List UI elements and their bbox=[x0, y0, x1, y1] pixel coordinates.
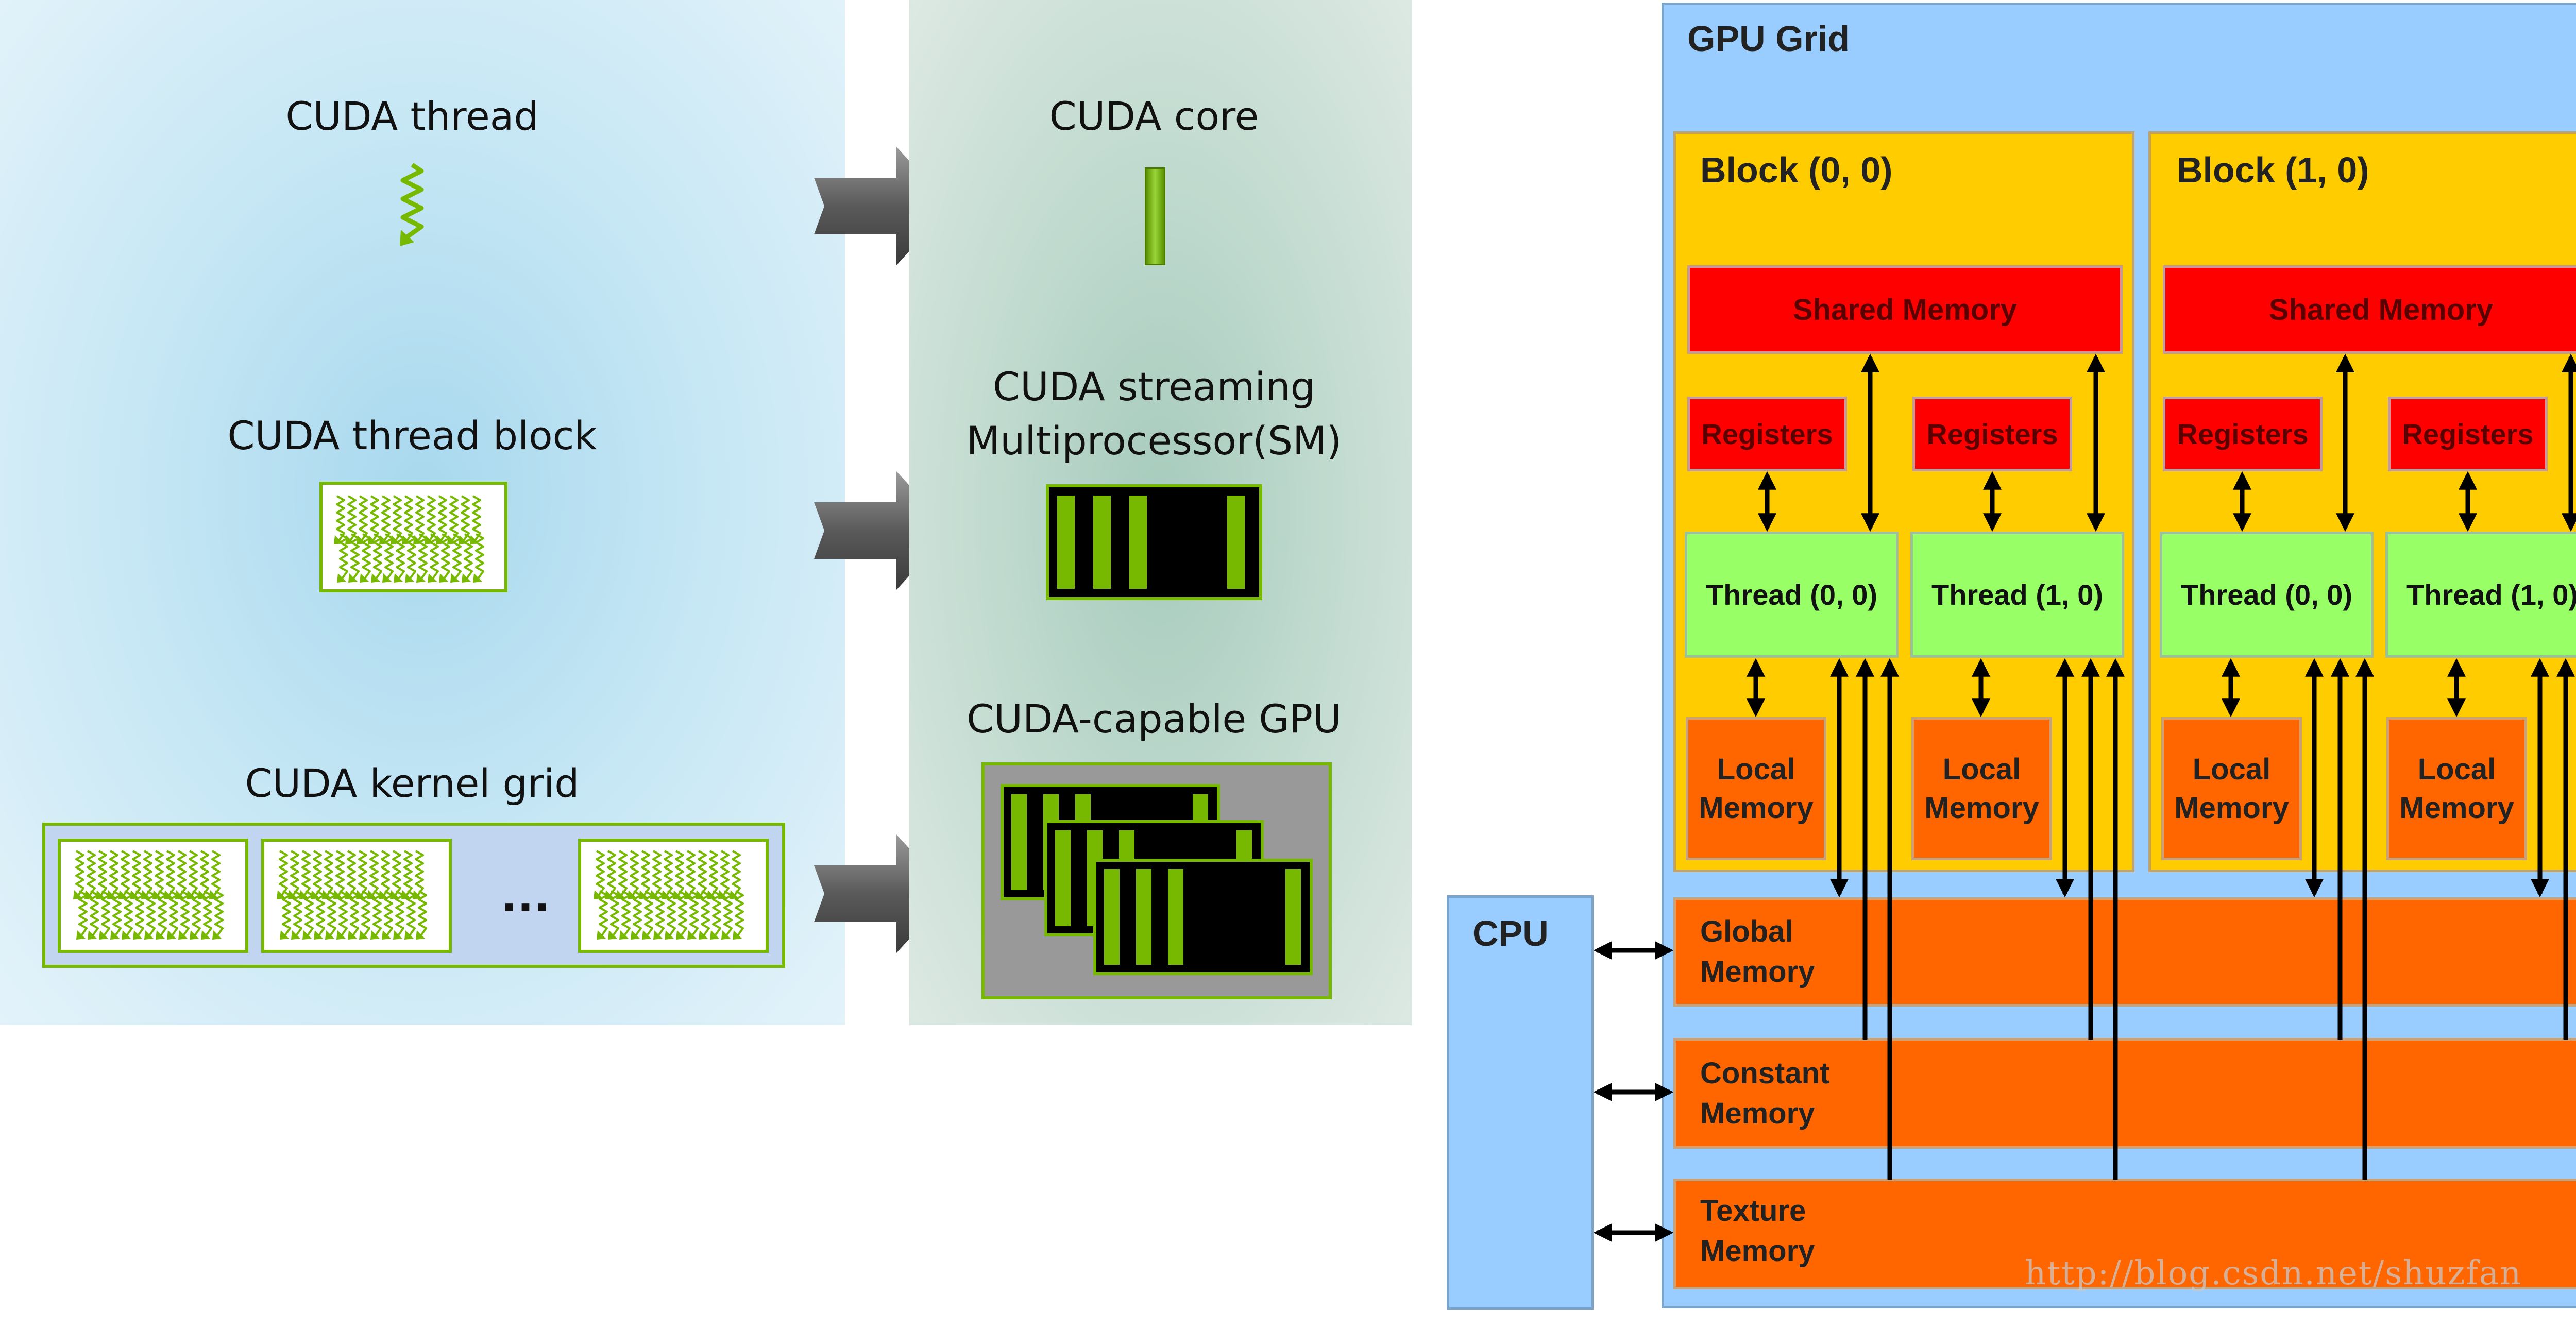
cuda-core-icon bbox=[1145, 167, 1165, 265]
block-0-thread-1: Thread (1, 0) bbox=[1910, 532, 2124, 658]
block-0-local-memory-0: Local Memory bbox=[1686, 717, 1826, 860]
constant-memory-label: Constant Memory bbox=[1700, 1057, 1830, 1131]
block-1-local-memory-1: Local Memory bbox=[2386, 717, 2527, 860]
block-1-thread-0: Thread (0, 0) bbox=[2160, 532, 2374, 658]
thread-block-icon bbox=[319, 482, 507, 592]
cuda-thread-block-label: CUDA thread block bbox=[227, 413, 597, 458]
cuda-kernel-grid-label: CUDA kernel grid bbox=[245, 760, 580, 806]
cuda-gpu-label: CUDA-capable GPU bbox=[967, 696, 1342, 742]
sm-label-line2: Multiprocessor(SM) bbox=[966, 418, 1342, 464]
grid-block-icon-2 bbox=[261, 839, 452, 953]
block-0-registers-1: Registers bbox=[1912, 397, 2072, 471]
grid-block-icon-1 bbox=[58, 839, 248, 953]
block-1-registers-1: Registers bbox=[2388, 397, 2548, 471]
global-memory-label: Global Memory bbox=[1700, 915, 1815, 989]
block-0-title: Block (0, 0) bbox=[1700, 150, 1893, 190]
block-0-local-memory-1: Local Memory bbox=[1911, 717, 2052, 860]
sm-label-line1: CUDA streaming bbox=[993, 364, 1315, 410]
block-0-thread-0: Thread (0, 0) bbox=[1685, 532, 1899, 658]
cpu-box bbox=[1447, 895, 1594, 1310]
block-1-shared-memory: Shared Memory bbox=[2163, 265, 2576, 354]
gpu-icon bbox=[981, 762, 1332, 999]
cpu-label: CPU bbox=[1472, 913, 1549, 953]
block-1-thread-1: Thread (1, 0) bbox=[2385, 532, 2576, 658]
global-memory bbox=[1673, 897, 2576, 1007]
block-0-registers-0: Registers bbox=[1687, 397, 1847, 471]
gpu-grid-title: GPU Grid bbox=[1687, 19, 1850, 59]
constant-memory bbox=[1673, 1038, 2576, 1149]
texture-memory bbox=[1673, 1179, 2576, 1289]
block-1-title: Block (1, 0) bbox=[2177, 150, 2369, 190]
cuda-core-label: CUDA core bbox=[1049, 93, 1259, 139]
sm-icon bbox=[1046, 484, 1262, 600]
grid-ellipsis: ... bbox=[501, 871, 550, 922]
block-0-shared-memory: Shared Memory bbox=[1687, 265, 2123, 354]
cuda-thread-label: CUDA thread bbox=[285, 93, 539, 139]
thread-squiggle-icon bbox=[400, 163, 424, 246]
watermark-text: http://blog.csdn.net/shuzfan bbox=[2025, 1254, 2522, 1292]
grid-block-icon-3 bbox=[578, 839, 769, 953]
texture-memory-label: Texture Memory bbox=[1700, 1194, 1815, 1268]
block-1-registers-0: Registers bbox=[2163, 397, 2323, 471]
block-1-local-memory-0: Local Memory bbox=[2161, 717, 2302, 860]
